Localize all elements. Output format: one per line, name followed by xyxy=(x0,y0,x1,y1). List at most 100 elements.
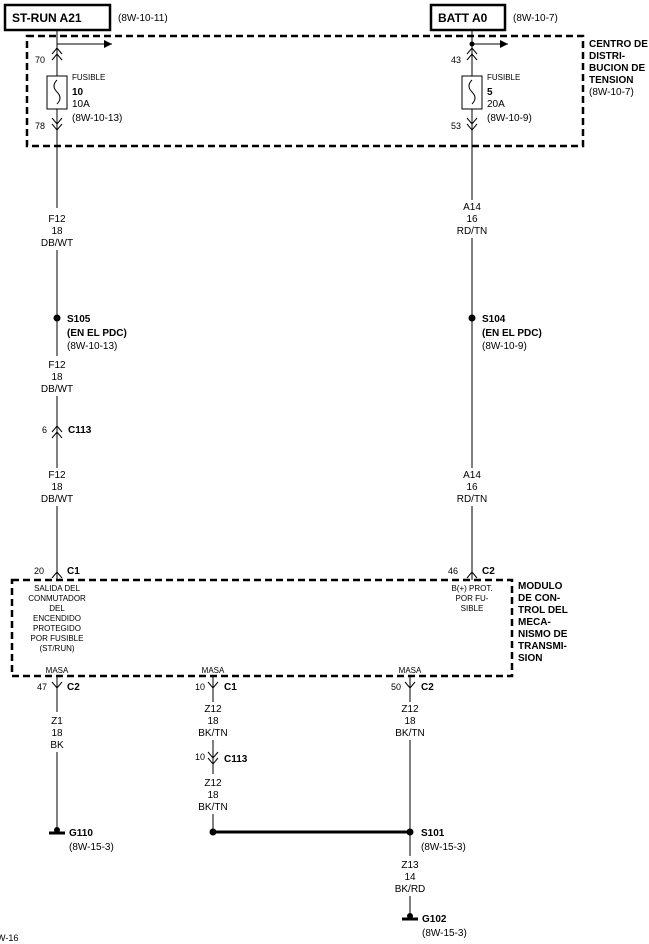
wire-f12-b-circuit: F12 xyxy=(48,360,66,371)
wire-f12-b-gauge: 18 xyxy=(51,372,63,383)
ground-2-conn: C1 xyxy=(224,682,237,693)
c113-bottom-name: C113 xyxy=(224,754,248,765)
module-label-3: TROL DEL xyxy=(518,605,568,616)
ground-1-label: MASA xyxy=(46,666,69,675)
wire-z12-b-gauge: 18 xyxy=(207,790,219,801)
fuse-10-ref: (8W-10-13) xyxy=(72,113,122,124)
wire-z1-gauge: 18 xyxy=(51,728,63,739)
desc-right-2: POR FU- xyxy=(456,594,489,603)
module-label-1: MODULO xyxy=(518,581,563,592)
c113-bottom-connector-icon xyxy=(207,751,219,759)
wire-a14-a-circuit: A14 xyxy=(463,202,481,213)
fuse-5-pin-bottom: 53 xyxy=(451,121,461,131)
ground-g110-ref: (8W-15-3) xyxy=(69,842,114,853)
splice-s104-ref: (8W-10-9) xyxy=(482,341,527,352)
fuse-10-rating: 10A xyxy=(72,99,90,110)
fuse-10-pin-top: 70 xyxy=(35,55,45,65)
ground-g102-dot-icon xyxy=(407,913,413,919)
batt-ref: (8W-10-7) xyxy=(513,13,558,24)
ground-3-pin: 50 xyxy=(391,682,401,692)
desc-left-1: SALIDA DEL xyxy=(34,584,80,593)
c113-bottom-pin: 10 xyxy=(195,752,205,762)
fuse-5-bottom-terminal-icon xyxy=(466,117,478,125)
fuse-10-element-icon xyxy=(53,79,61,105)
c113-bottom-connector-icon-2 xyxy=(207,757,219,765)
wire-f12-c-gauge: 18 xyxy=(51,482,63,493)
wire-f12-a-circuit: F12 xyxy=(48,214,66,225)
ground-1-pin: 47 xyxy=(37,682,47,692)
ground-2-label: MASA xyxy=(202,666,225,675)
desc-left-2: CONMUTADOR xyxy=(28,594,86,603)
ground-g102-ref: (8W-15-3) xyxy=(422,928,467,939)
wire-f12-a-gauge: 18 xyxy=(51,226,63,237)
wire-z13-gauge: 14 xyxy=(404,872,416,883)
desc-left-4: ENCENDIDO xyxy=(33,614,81,623)
c113-top-pin: 6 xyxy=(42,425,47,435)
splice-s105-ref: (8W-10-13) xyxy=(67,341,117,352)
fuse-10-label: FUSIBLE xyxy=(72,73,105,82)
c113-top-connector-icon xyxy=(51,425,63,433)
wire-z1-color: BK xyxy=(50,740,64,751)
desc-right-1: B(+) PROT. xyxy=(451,584,492,593)
ground-1-conn: C2 xyxy=(67,682,80,693)
pdc-label-3: BUCION DE xyxy=(589,63,645,74)
wire-z13-color: BK/RD xyxy=(395,884,426,895)
c113-top-name: C113 xyxy=(68,425,92,436)
splice-s105-name: S105 xyxy=(67,314,91,325)
desc-left-7: (ST/RUN) xyxy=(39,644,74,653)
module-label-6: TRANSMI- xyxy=(518,641,567,652)
wire-a14-a-gauge: 16 xyxy=(466,214,478,225)
fuse-5-number: 5 xyxy=(487,87,493,98)
splice-s104-note: (EN EL PDC) xyxy=(482,328,542,339)
module-label-5: NISMO DE xyxy=(518,629,568,640)
wire-z12-c-gauge: 18 xyxy=(404,716,416,727)
fuse-5-ref: (8W-10-9) xyxy=(487,113,532,124)
wire-f12-c-circuit: F12 xyxy=(48,470,66,481)
fuse-10-number: 10 xyxy=(72,87,84,98)
c2-input-connector-icon xyxy=(466,571,478,579)
wire-z1-circuit: Z1 xyxy=(51,716,63,727)
batt-title: BATT A0 xyxy=(438,11,488,25)
fuse-10-bottom-terminal-icon xyxy=(51,117,63,125)
wire-z12-b-circuit: Z12 xyxy=(204,778,222,789)
fuse-5-pin-top: 43 xyxy=(451,55,461,65)
c2-input-pin: 46 xyxy=(448,566,458,576)
desc-left-3: DEL xyxy=(49,604,65,613)
ground-g110-dot-icon xyxy=(54,827,60,833)
pdc-boundary xyxy=(25,34,585,148)
wire-z13-circuit: Z13 xyxy=(401,860,419,871)
wire-z12-c-color: BK/TN xyxy=(395,728,424,739)
fuse-10-arrow-icon xyxy=(104,40,112,48)
pdc-ref: (8W-10-7) xyxy=(589,87,634,98)
wire-f12-a-color: DB/WT xyxy=(41,238,73,249)
ground-3-label: MASA xyxy=(399,666,422,675)
module-label-2: DE CON- xyxy=(518,593,560,604)
c1-input-connector-icon xyxy=(51,571,63,579)
pdc-label-2: DISTRI- xyxy=(589,51,625,62)
wire-z12-a-circuit: Z12 xyxy=(204,704,222,715)
fuse-5-junction-icon xyxy=(469,41,475,47)
wire-z12-c-circuit: Z12 xyxy=(401,704,419,715)
ground-3-conn: C2 xyxy=(421,682,434,693)
wire-a14-a-color: RD/TN xyxy=(457,226,488,237)
ground-g102-name: G102 xyxy=(422,914,447,925)
pdc-label-4: TENSION xyxy=(589,75,633,86)
desc-left-6: POR FUSIBLE xyxy=(31,634,84,643)
wire-z12-b-color: BK/TN xyxy=(198,802,227,813)
wire-a14-b-circuit: A14 xyxy=(463,470,481,481)
c1-input-pin: 20 xyxy=(34,566,44,576)
pdc-label-1: CENTRO DE xyxy=(589,39,648,50)
st-run-ref: (8W-10-11) xyxy=(118,13,168,24)
splice-s101-name: S101 xyxy=(421,828,445,839)
desc-right-3: SIBLE xyxy=(461,604,484,613)
c113-top-connector-icon-2 xyxy=(51,431,63,439)
wire-a14-b-gauge: 16 xyxy=(466,482,478,493)
desc-left-5: PROTEGIDO xyxy=(33,624,81,633)
fuse-10-pin-bottom: 78 xyxy=(35,121,45,131)
fuse-5-element-icon xyxy=(468,79,476,105)
wire-f12-b-color: DB/WT xyxy=(41,384,73,395)
splice-s104-name: S104 xyxy=(482,314,506,325)
ground-2-pin: 10 xyxy=(195,682,205,692)
module-label-4: MECA- xyxy=(518,617,551,628)
wire-a14-b-color: RD/TN xyxy=(457,494,488,505)
